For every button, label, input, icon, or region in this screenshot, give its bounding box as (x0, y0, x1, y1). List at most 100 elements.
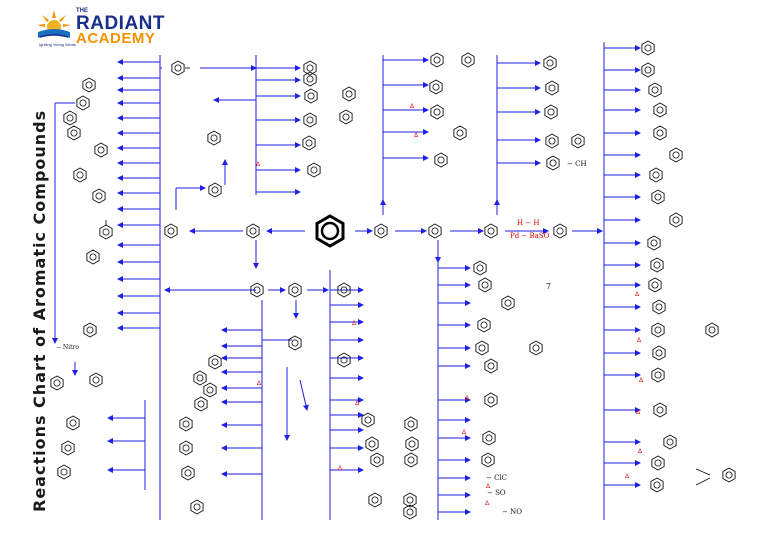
benzene-ring-icon (648, 277, 662, 293)
benzene-ring-icon (307, 162, 321, 178)
benzene-ring-icon (430, 104, 444, 120)
benzene-ring-icon (545, 133, 559, 149)
benzene-ring-icon (208, 354, 222, 370)
benzene-ring-icon (194, 396, 208, 412)
heat-delta-icon: Δ (639, 377, 644, 384)
ch-label: − CH (567, 160, 587, 168)
benzene-ring-icon (429, 79, 443, 95)
benzene-ring-icon (430, 52, 444, 68)
benzene-ring-icon (190, 499, 204, 515)
benzene-ring-icon (57, 464, 71, 480)
logo-academy: ACADEMY (76, 30, 156, 47)
heat-delta-icon: Δ (338, 465, 343, 472)
benzene-ring-icon (484, 223, 498, 239)
benzene-ring-icon (546, 155, 560, 171)
heat-delta-icon: Δ (462, 429, 467, 436)
benzene-ring-icon (484, 358, 498, 374)
benzene-ring-icon (481, 452, 495, 468)
sun-logo-icon (37, 10, 71, 38)
benzene-ring-icon (405, 436, 419, 452)
benzene-ring-icon (403, 492, 417, 508)
benzene-ring-icon (339, 109, 353, 125)
benzene-ring-icon (477, 317, 491, 333)
benzene-ring-icon (304, 88, 318, 104)
heat-delta-icon: Δ (636, 409, 641, 416)
benzene-ring-icon (652, 345, 666, 361)
benzene-ring-icon (63, 110, 77, 126)
number-7-label: 7 (546, 282, 551, 291)
benzene-ring-icon (404, 452, 418, 468)
benzene-ring-icon (651, 322, 665, 338)
benzene-ring-icon (303, 60, 317, 76)
benzene-ring-icon (368, 492, 382, 508)
benzene-ring-icon (663, 434, 677, 450)
benzene-ring-icon (545, 80, 559, 96)
benzene-ring-icon (67, 125, 81, 141)
benzene-ring-icon (203, 382, 217, 398)
benzene-ring-icon (669, 147, 683, 163)
benzene-ring-icon (705, 322, 719, 338)
benzene-ring-icon (453, 125, 467, 141)
no-label: − NO (502, 508, 522, 516)
bond-line (695, 477, 711, 486)
benzene-ring-icon (650, 477, 664, 493)
logo: THE RADIANT ACADEMY Igniting Young Minds (36, 6, 166, 47)
benzene-ring-icon (208, 182, 222, 198)
benzene-ring-icon (501, 295, 515, 311)
benzene-ring-icon (403, 504, 417, 520)
benzene-ring-icon (553, 223, 567, 239)
benzene-ring-icon (649, 167, 663, 183)
benzene-ring-icon (434, 152, 448, 168)
benzene-ring-icon (428, 223, 442, 239)
heat-delta-icon: Δ (637, 337, 642, 344)
benzene-ring-icon (179, 416, 193, 432)
benzene-ring-icon (171, 60, 190, 76)
benzene-ring-icon (544, 104, 558, 120)
benzene-ring-icon (73, 167, 87, 183)
benzene-ring-icon (722, 467, 736, 483)
benzene-ring-icon (365, 436, 379, 452)
benzene-ring-icon (404, 416, 418, 432)
heat-delta-icon: Δ (635, 291, 640, 298)
benzene-ring-icon (651, 455, 665, 471)
benzene-ring-icon (179, 440, 193, 456)
benzene-ring-icon (543, 55, 557, 71)
benzene-ring-icon (641, 40, 655, 56)
benzene-ring-icon (82, 77, 96, 93)
nitro-label: − Nitro (56, 344, 79, 351)
benzene-ring-icon (653, 402, 667, 418)
heat-delta-icon: Δ (414, 132, 419, 139)
catalyst-bottom-label: Pd − BaSO (510, 232, 550, 240)
benzene-ring-icon (370, 452, 384, 468)
benzene-ring-icon (648, 82, 662, 98)
logo-the: THE (76, 8, 88, 14)
heat-delta-icon: Δ (256, 161, 261, 168)
benzene-ring-icon (76, 95, 90, 111)
benzene-ring-icon (250, 282, 264, 298)
cic-label: − ClC (486, 474, 507, 482)
benzene-ring-icon (66, 415, 80, 431)
benzene-ring-icon (303, 71, 317, 87)
logo-radiant: RADIANT (76, 13, 165, 34)
benzene-ring-icon (653, 102, 667, 118)
benzene-ring-icon (473, 260, 487, 276)
benzene-ring-icon (92, 188, 106, 204)
benzene-ring-icon (288, 282, 302, 298)
benzene-ring-icon (374, 223, 388, 239)
benzene-ring-icon (478, 277, 492, 293)
benzene-ring-icon (302, 135, 316, 151)
benzene-ring-icon (482, 430, 496, 446)
heat-delta-icon: Δ (355, 400, 360, 407)
so-label: − SO (487, 489, 506, 497)
benzene-ring-icon (246, 223, 260, 239)
benzene-ring-icon (89, 372, 103, 388)
benzene-ring-icon (337, 352, 351, 368)
benzene-ring-icon (651, 367, 665, 383)
benzene-ring-icon (484, 392, 498, 408)
benzene-ring-icon (342, 86, 356, 102)
benzene-ring-icon (641, 62, 655, 78)
benzene-ring-icon (650, 257, 664, 273)
benzene-ring-icon (207, 130, 221, 146)
heat-delta-icon: Δ (485, 500, 490, 507)
